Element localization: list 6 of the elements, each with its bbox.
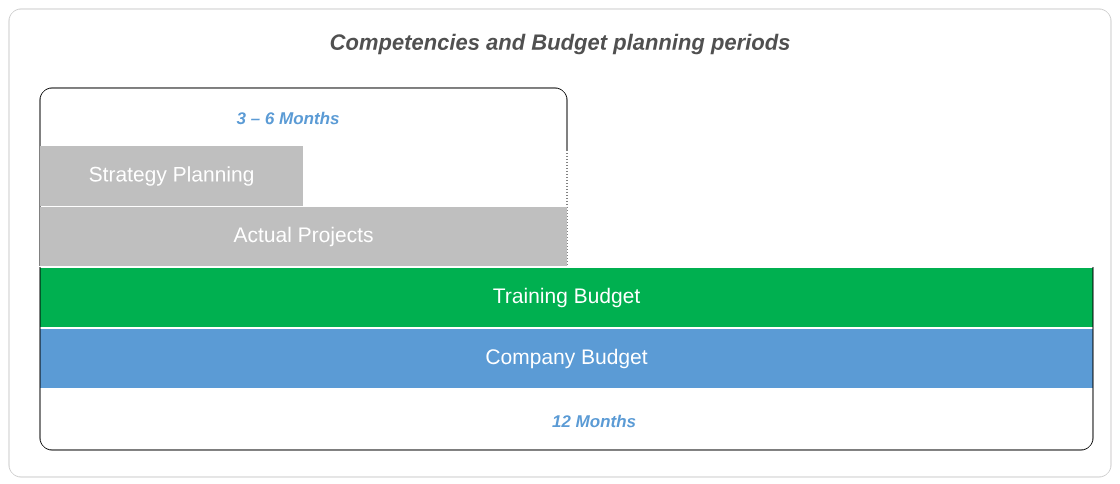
- bar: Actual Projects: [40, 207, 567, 266]
- title: Competencies and Budget planning periods: [330, 33, 790, 55]
- node-label: Strategy Planning: [89, 166, 253, 186]
- bar: Training Budget: [40, 268, 1093, 327]
- bar: Strategy Planning: [40, 146, 303, 206]
- bar: Company Budget: [40, 329, 1093, 388]
